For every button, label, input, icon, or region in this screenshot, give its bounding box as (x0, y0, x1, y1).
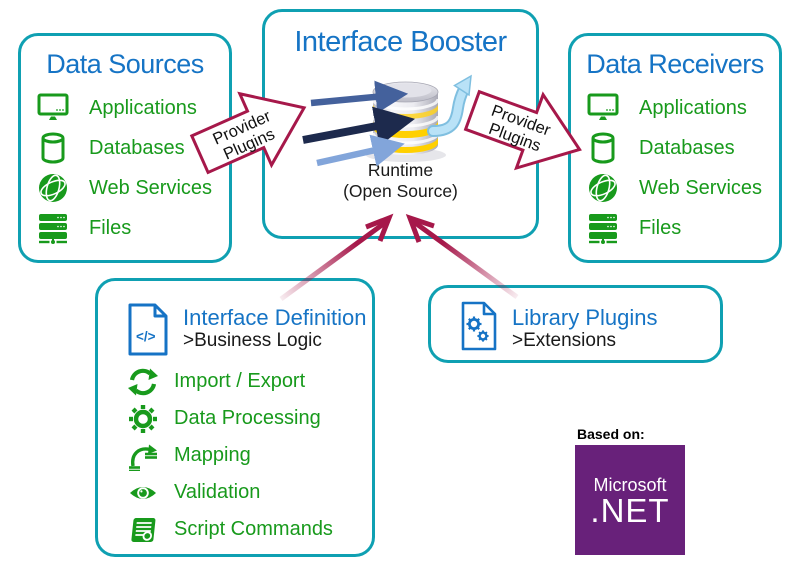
list-item: Files (571, 208, 779, 248)
data-sources-title: Data Sources (46, 49, 204, 79)
list-item: Mapping (98, 437, 372, 474)
databases-icon (36, 131, 70, 165)
interface-definition-header: </> Interface Definition >Business Logic (128, 303, 372, 356)
gears-document-icon (461, 301, 497, 351)
item-label: Files (89, 216, 132, 239)
databases-icon (586, 131, 620, 165)
list-item: Databases (571, 128, 779, 168)
item-label: Validation (174, 481, 261, 503)
item-label: Data Processing (174, 407, 321, 429)
code-document-icon: </> (128, 303, 168, 356)
sync-icon (128, 367, 158, 397)
applications-icon (36, 91, 70, 125)
logo-microsoft-text: Microsoft (593, 475, 667, 495)
item-label: Import / Export (174, 370, 306, 392)
list-item: Data Processing (98, 400, 372, 437)
microsoft-net-logo: Microsoft .NET (575, 445, 685, 555)
list-item: Databases (21, 128, 229, 168)
list-item: Web Services (21, 168, 229, 208)
files-icon (586, 211, 620, 245)
svg-text:</>: </> (136, 329, 156, 344)
files-icon (36, 211, 70, 245)
item-label: Applications (89, 96, 197, 119)
item-label: Applications (639, 96, 747, 119)
web-services-icon (586, 171, 620, 205)
data-receivers-title: Data Receivers (586, 49, 764, 79)
interface-definition-panel: </> Interface Definition >Business Logic… (95, 278, 375, 557)
gear-icon (128, 404, 158, 434)
list-item: Validation (98, 474, 372, 511)
applications-icon (586, 91, 620, 125)
script-icon (128, 515, 158, 545)
item-label: Files (639, 216, 682, 239)
list-item: Script Commands (98, 511, 372, 548)
library-plugins-subtitle: >Extensions (512, 330, 617, 351)
item-label: Web Services (89, 176, 213, 199)
list-item: Applications (571, 88, 779, 128)
item-label: Script Commands (174, 518, 333, 540)
interface-definition-subtitle: >Business Logic (183, 330, 322, 351)
library-plugins-title: Library Plugins (512, 305, 658, 330)
runtime-label: Runtime (Open Source) (343, 160, 458, 201)
library-plugins-header: Library Plugins >Extensions (461, 301, 720, 352)
library-plugins-panel: Library Plugins >Extensions (428, 285, 723, 363)
logo-net-text: .NET (590, 492, 670, 529)
interface-booster-panel: Interface Booster (262, 9, 539, 239)
eye-icon (128, 478, 158, 508)
item-label: Databases (639, 136, 735, 159)
item-label: Web Services (639, 176, 763, 199)
list-item: Web Services (571, 168, 779, 208)
data-receivers-list: Applications Databases Web Services File… (571, 88, 779, 248)
based-on-label: Based on: (577, 426, 645, 442)
list-item: Import / Export (98, 363, 372, 400)
interface-definition-title: Interface Definition (183, 305, 367, 330)
item-label: Mapping (174, 444, 251, 466)
data-sources-list: Applications Databases Web Services File… (21, 88, 229, 248)
item-label: Databases (89, 136, 185, 159)
web-services-icon (36, 171, 70, 205)
list-item: Files (21, 208, 229, 248)
data-receivers-panel: Data Receivers Applications Databases We… (568, 33, 782, 263)
list-item: Applications (21, 88, 229, 128)
interface-booster-title: Interface Booster (294, 26, 507, 58)
mapping-icon (128, 441, 158, 471)
data-sources-panel: Data Sources Applications Databases Web … (18, 33, 232, 263)
interface-definition-list: Import / Export Data Processing Mapping … (98, 363, 372, 548)
